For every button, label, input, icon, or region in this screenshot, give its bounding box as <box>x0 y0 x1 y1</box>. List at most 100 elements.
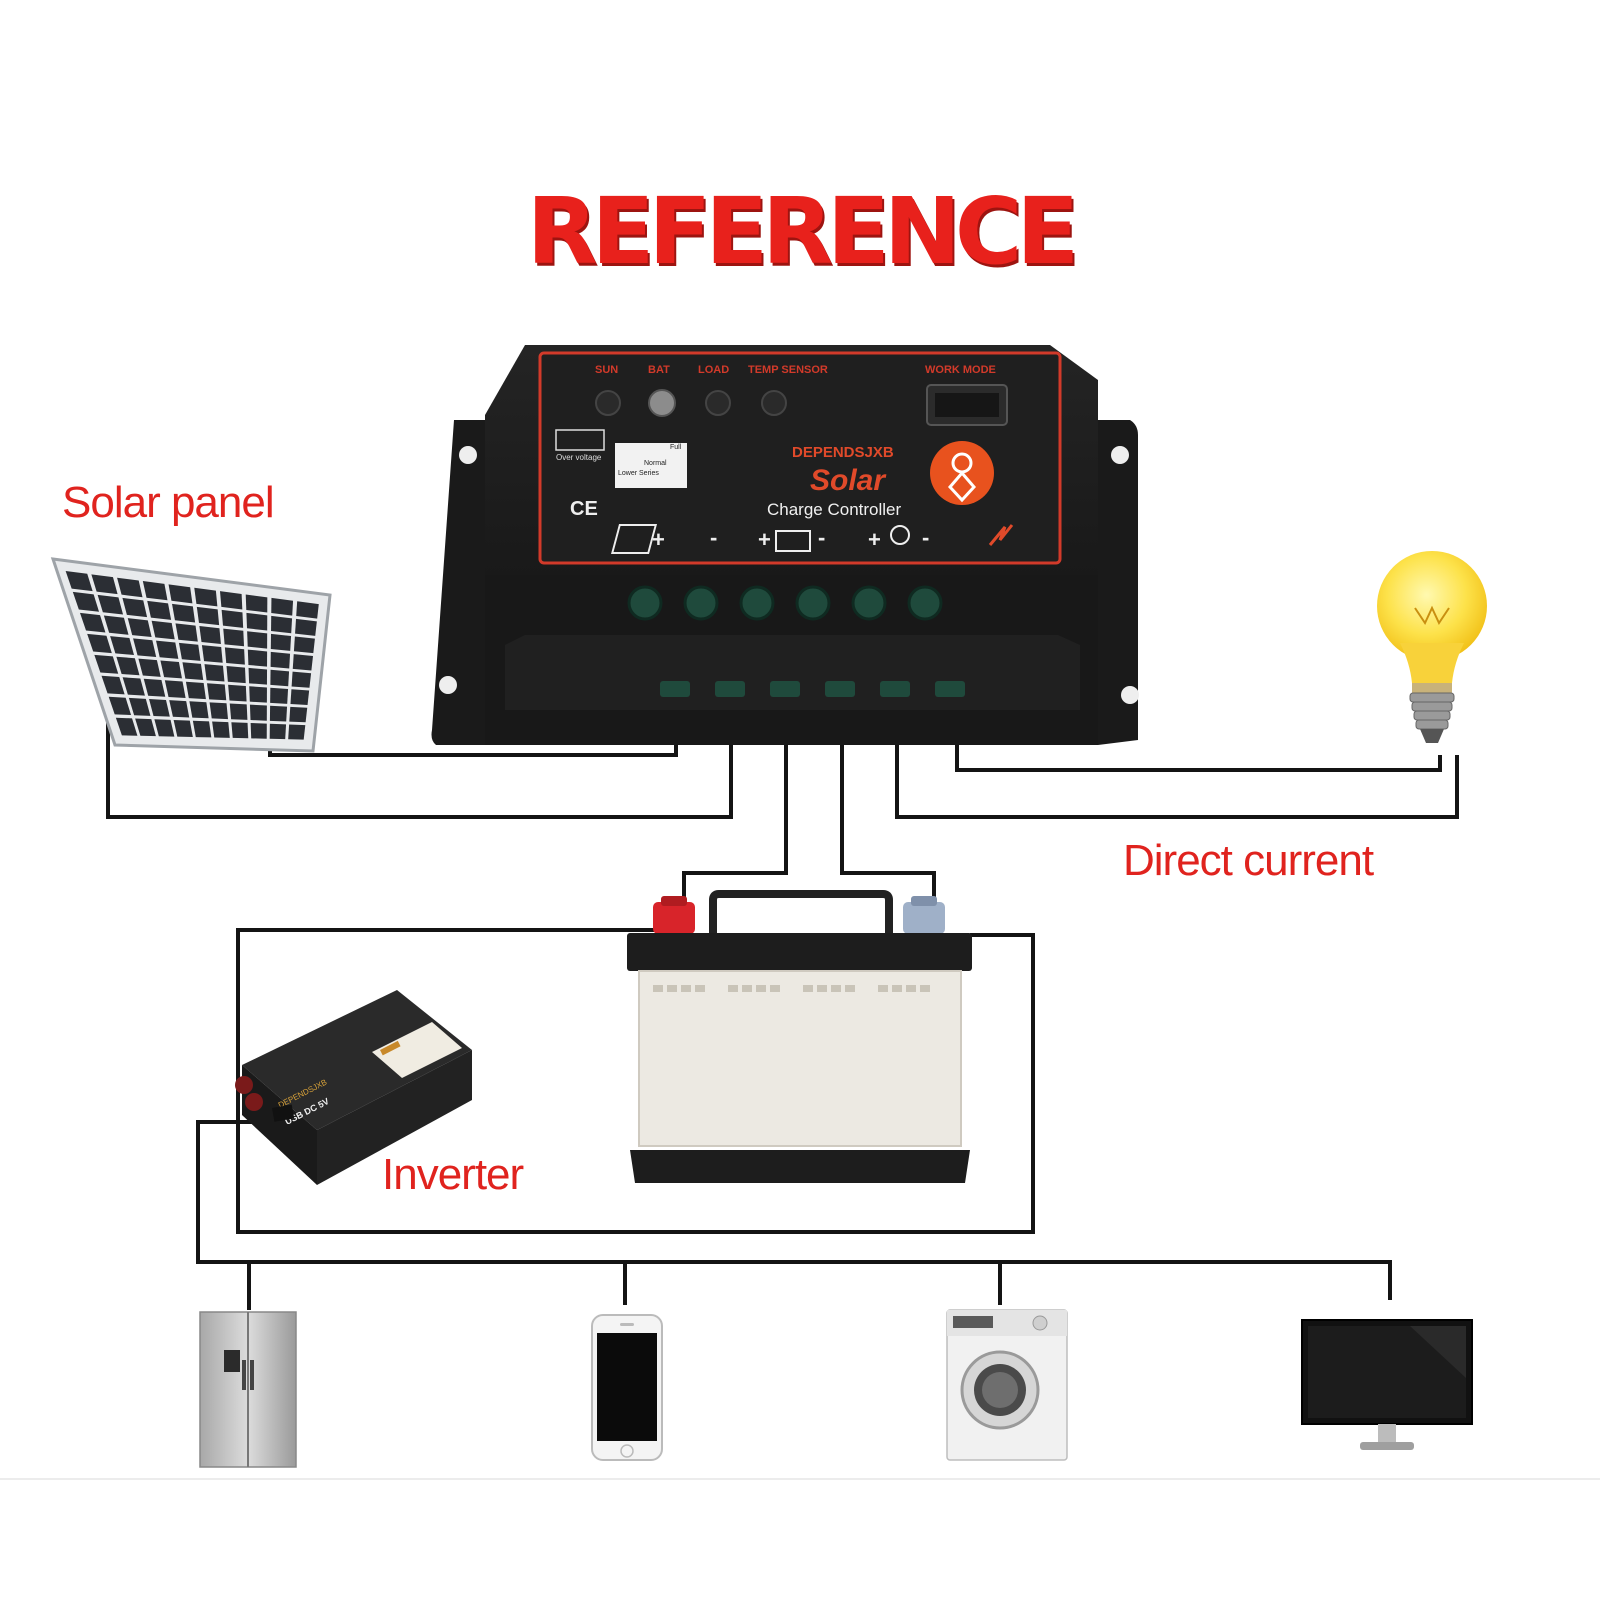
battery-vent-cap <box>770 985 780 992</box>
terminal-screw <box>795 585 831 621</box>
mini-battery-icon <box>775 530 811 552</box>
solar-cell <box>122 597 148 618</box>
battery-plus-symbol: + <box>758 527 771 552</box>
diagram-over-voltage: Over voltage <box>556 453 602 462</box>
terminal-slot <box>715 681 745 697</box>
solar-negative-wire <box>106 715 733 819</box>
solar-cell <box>201 645 223 663</box>
solar-cell <box>199 625 221 644</box>
solar-panel-label: Solar panel <box>62 478 275 527</box>
solar-cell <box>249 704 267 721</box>
terminal-slot <box>935 681 965 697</box>
terminal-screw <box>683 585 719 621</box>
inverter-positive-wire <box>236 928 1035 1234</box>
solar-cell <box>168 584 193 604</box>
battery-vent-cap <box>831 985 841 992</box>
direct-current-label: Direct current <box>1123 836 1374 885</box>
solar-cell <box>178 642 201 661</box>
battery-vent-cap <box>667 985 677 992</box>
solar-cell <box>269 705 288 722</box>
mini-solar-icon <box>610 524 658 554</box>
indicator-led <box>648 389 676 417</box>
solar-cell <box>295 618 317 636</box>
battery-vent-cap <box>742 985 752 992</box>
solar-cell <box>97 594 124 615</box>
indicator-led <box>705 390 731 416</box>
battery-vent-cap <box>920 985 930 992</box>
mini-bulb-icon <box>890 525 910 545</box>
indicator-sun-label: SUN <box>595 364 618 376</box>
negative-terminal <box>903 902 945 934</box>
battery-positive-wire <box>682 715 788 905</box>
solar-cell <box>289 706 308 723</box>
solar-cell <box>291 671 312 688</box>
solar-cell <box>247 649 268 667</box>
battery-vent-cap <box>756 985 766 992</box>
solar-cell <box>231 722 249 739</box>
solar-cell <box>143 678 166 697</box>
solar-cell <box>154 719 175 737</box>
solar-cell <box>116 656 140 676</box>
charge-controller: SUN BAT LOAD TEMP SENSOR WORK MODE Over … <box>431 345 1139 745</box>
solar-cell <box>290 689 310 706</box>
solar-cell <box>189 701 209 719</box>
floor-line <box>0 1478 1600 1480</box>
solar-cell <box>221 609 244 628</box>
solar-cell <box>156 640 179 659</box>
solar-cell <box>247 631 268 649</box>
solar-cell <box>209 702 229 720</box>
solar-cell <box>270 633 292 651</box>
battery-negative-wire <box>840 715 936 905</box>
light-bulb <box>1377 551 1487 743</box>
solar-cell <box>87 633 112 654</box>
solar-cell <box>219 591 243 610</box>
positive-terminal <box>653 902 695 934</box>
solar-cell <box>108 696 132 716</box>
indicator-led <box>761 390 787 416</box>
solar-cell <box>229 703 248 720</box>
solar-cell <box>223 628 245 647</box>
solar-cell <box>204 664 225 682</box>
solar-cell <box>103 615 129 635</box>
solar-cell <box>292 654 314 671</box>
work-mode-label: WORK MODE <box>925 364 996 376</box>
indicator-load-label: LOAD <box>698 364 729 376</box>
solar-cell <box>169 700 190 718</box>
panel-plus-symbol: + <box>652 527 665 552</box>
controller-product-name: Solar <box>810 464 887 497</box>
lightning-icon <box>988 524 1014 546</box>
solar-cell <box>128 697 151 716</box>
battery-vent-cap <box>695 985 705 992</box>
inverter: DEPENDSJXB USB DC 5V <box>235 990 472 1185</box>
refrigerator-handle <box>250 1360 254 1390</box>
terminal-slot <box>825 681 855 697</box>
battery <box>627 890 972 1183</box>
load-plus-symbol: + <box>868 527 881 552</box>
solar-cell <box>172 603 196 623</box>
refrigerator <box>199 1311 297 1468</box>
monitor <box>1301 1319 1473 1450</box>
solar-cell <box>164 680 186 698</box>
panel-minus-symbol: - <box>710 525 717 550</box>
solar-cell <box>138 658 161 677</box>
page-title: REFERENCE <box>526 178 1079 285</box>
solar-cell <box>79 612 106 633</box>
mount-hole <box>459 446 477 464</box>
inverter-terminal <box>245 1093 263 1111</box>
solar-cell <box>192 720 212 738</box>
solar-cell <box>182 662 204 680</box>
solar-panel <box>50 557 332 753</box>
solar-cell <box>133 638 157 657</box>
solar-cell <box>248 667 268 685</box>
battery-vent-cap <box>803 985 813 992</box>
solar-cell <box>226 666 246 684</box>
solar-cell <box>271 597 294 616</box>
washing-machine <box>946 1309 1068 1461</box>
refrigerator-handle <box>242 1360 246 1390</box>
solar-cell <box>135 718 156 737</box>
diagram-full: Full <box>670 444 682 451</box>
indicator-bat-label: BAT <box>648 364 670 376</box>
mount-hole <box>439 676 457 694</box>
solar-cell <box>270 651 291 669</box>
terminal-slot <box>770 681 800 697</box>
